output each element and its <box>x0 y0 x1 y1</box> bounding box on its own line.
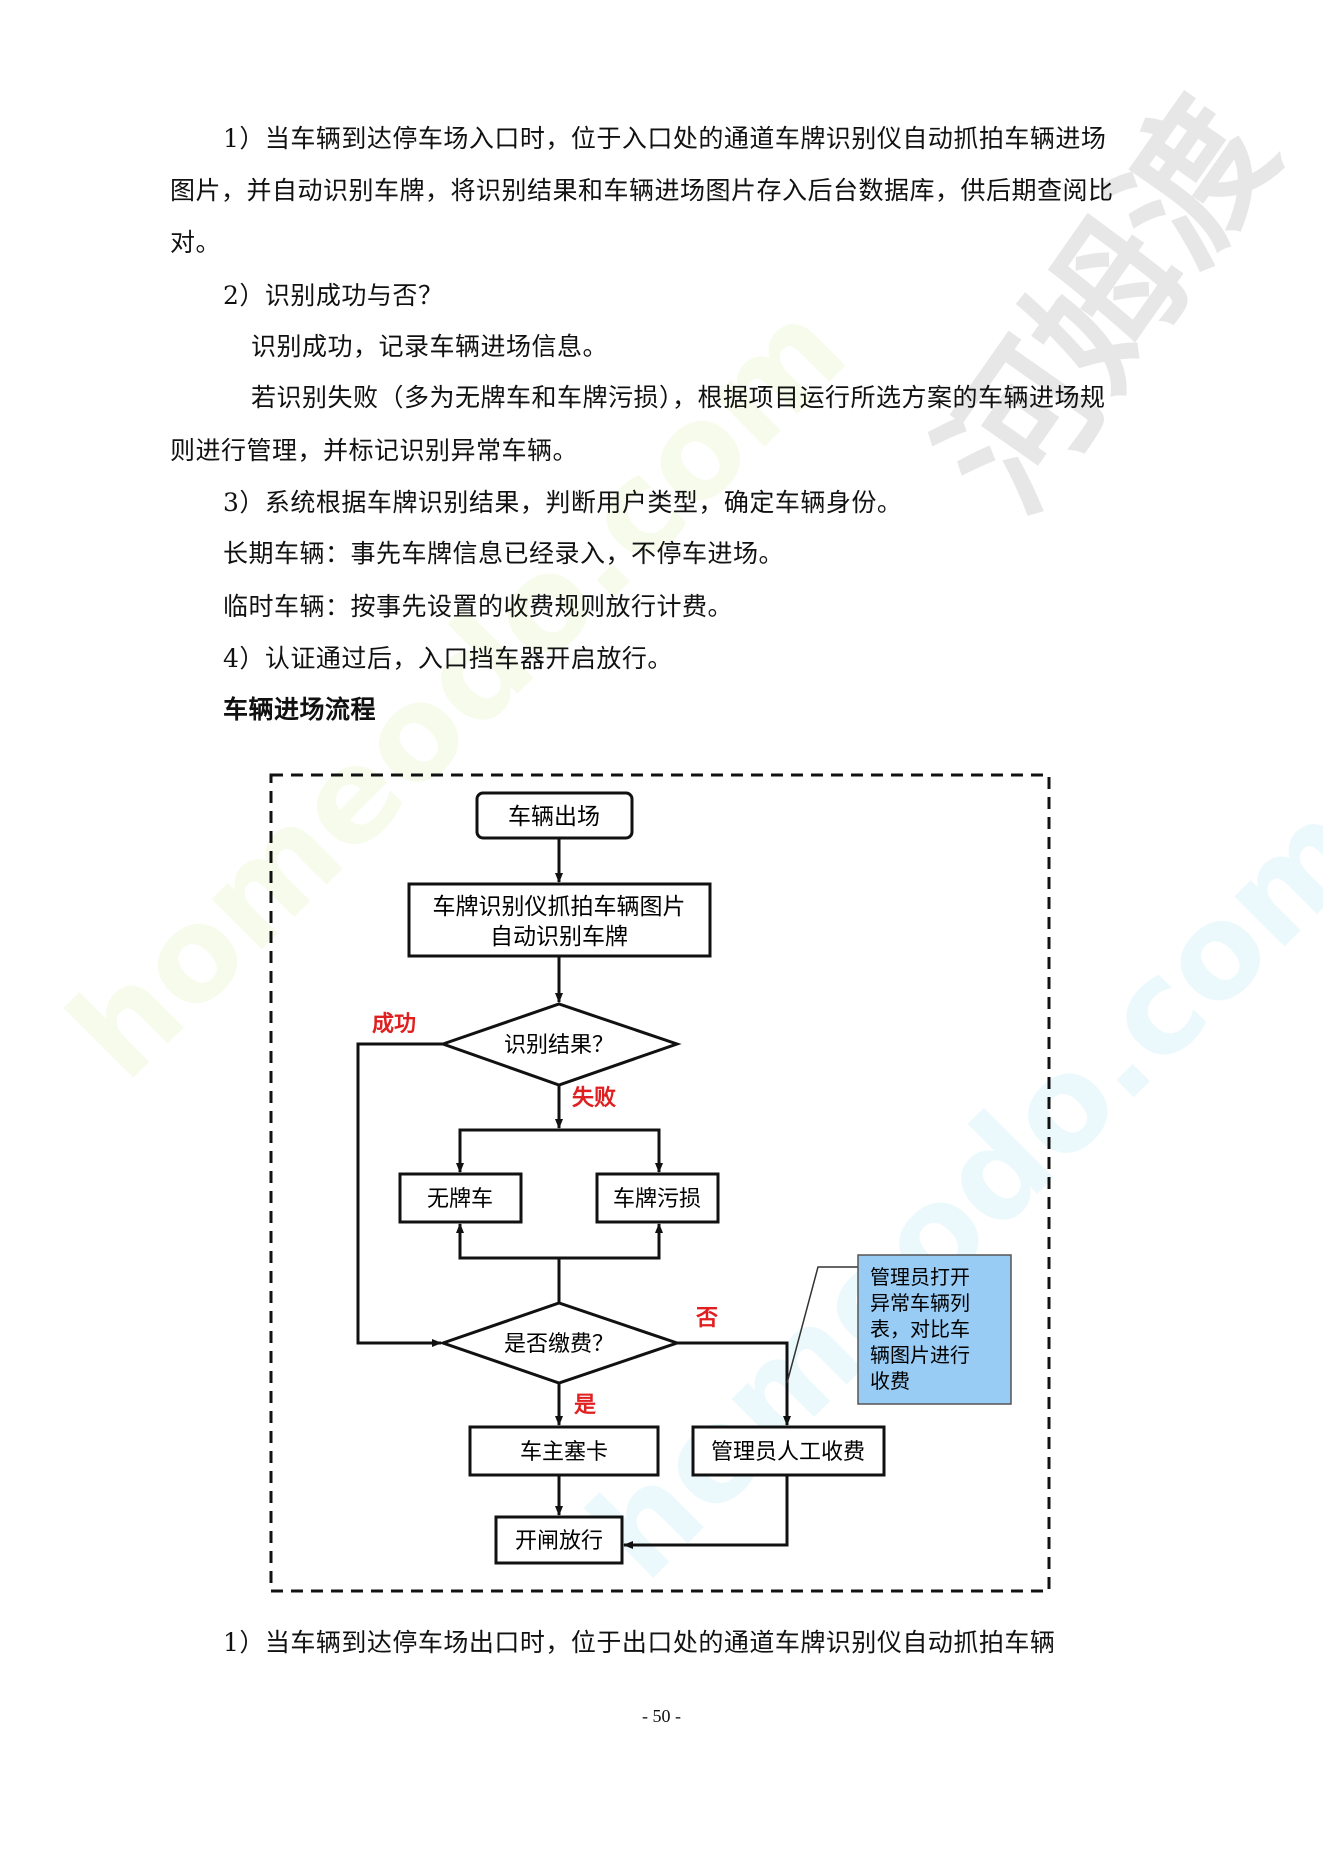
flowchart-frame <box>269 773 1051 1593</box>
connectors <box>356 838 791 1549</box>
paragraph-line: 长期车辆：事先车牌信息已经录入，不停车进场。 <box>223 539 785 568</box>
node-capture: 车牌识别仪抓拍车辆图片 自动识别车牌 <box>407 882 712 958</box>
page-number: - 50 - <box>642 1706 681 1726</box>
note-line: 管理员打开 <box>870 1265 970 1289</box>
callout-line <box>786 1266 858 1384</box>
paragraph-line: 4）认证通过后，入口挡车器开启放行。 <box>223 644 673 673</box>
decision-recognition-label: 识别结果？ <box>504 1033 614 1058</box>
paragraph-line: 2）识别成功与否？ <box>223 281 444 310</box>
paragraph-line: 图片，并自动识别车牌，将识别结果和车辆进场图片存入后台数据库，供后期查阅比 <box>170 176 1114 205</box>
paragraph-line: 识别成功，记录车辆进场信息。 <box>251 332 609 361</box>
node-no-plate-label: 无牌车 <box>427 1187 493 1212</box>
paragraph-line: 1）当车辆到达停车场入口时，位于入口处的通道车牌识别仪自动抓拍车辆进场 <box>223 124 1107 153</box>
paragraph-line: 则进行管理，并标记识别异常车辆。 <box>170 436 579 465</box>
node-start-label: 车辆出场 <box>508 804 600 830</box>
note-line: 异常车辆列 <box>870 1291 970 1315</box>
node-damaged-plate: 车牌污损 <box>595 1172 720 1224</box>
decision-payment: 是否缴费？ <box>438 1301 682 1385</box>
note-line: 表，对比车 <box>870 1317 970 1341</box>
node-manual-charge: 管理员人工收费 <box>691 1425 886 1477</box>
yes-label: 是 <box>574 1393 596 1418</box>
paragraph-line: 对。 <box>170 228 222 257</box>
node-capture-line1: 车牌识别仪抓拍车辆图片 <box>433 894 686 920</box>
node-start: 车辆出场 <box>475 791 634 840</box>
node-no-plate: 无牌车 <box>398 1172 523 1224</box>
note-box: 管理员打开 异常车辆列 表，对比车 辆图片进行 收费 <box>857 1254 1012 1405</box>
note-line: 收费 <box>870 1369 910 1393</box>
note-line: 辆图片进行 <box>870 1343 970 1367</box>
paragraph-line: 若识别失败（多为无牌车和车牌污损），根据项目运行所选方案的车辆进场规 <box>251 383 1106 412</box>
paragraph-line: 临时车辆：按事先设置的收费规则放行计费。 <box>223 592 734 621</box>
section-heading: 车辆进场流程 <box>223 695 377 724</box>
node-owner-card-label: 车主塞卡 <box>520 1440 608 1465</box>
decision-payment-label: 是否缴费？ <box>504 1332 614 1357</box>
no-label: 否 <box>695 1306 718 1331</box>
node-owner-card: 车主塞卡 <box>468 1425 660 1477</box>
node-manual-charge-label: 管理员人工收费 <box>711 1440 865 1465</box>
node-damaged-plate-label: 车牌污损 <box>613 1187 701 1212</box>
paragraph-line: 3）系统根据车牌识别结果，判断用户类型，确定车辆身份。 <box>223 488 903 517</box>
success-label: 成功 <box>372 1012 416 1037</box>
bottom-paragraph-line: 1）当车辆到达停车场出口时，位于出口处的通道车牌识别仪自动抓拍车辆 <box>223 1628 1056 1657</box>
node-open-gate-label: 开闸放行 <box>515 1529 603 1554</box>
decision-recognition: 识别结果？ <box>438 1002 682 1087</box>
fail-label: 失败 <box>572 1086 616 1111</box>
node-capture-line2: 自动识别车牌 <box>490 924 628 950</box>
node-open-gate: 开闸放行 <box>494 1515 624 1565</box>
